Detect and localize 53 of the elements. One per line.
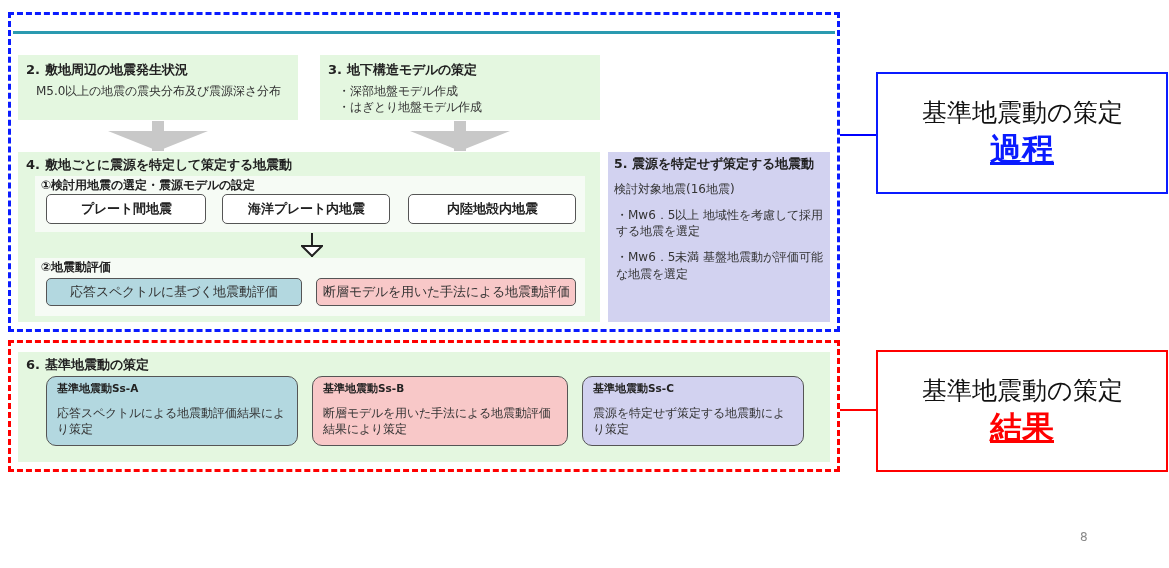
section-panel [18,152,600,322]
result-box [582,376,804,446]
body-text: M5.0以上の地震の震央分布及び震源深さ分布 [35,82,283,99]
sub-panel [35,176,585,232]
body-text: ・Mw6．5未満 基盤地震動が評価可能な地震を選定 [615,249,824,282]
section-heading: 基準地震動Ss-B [323,381,406,396]
body-text: 検討対象地震(16地震) [614,180,736,198]
category-box [408,194,576,224]
connector-line [839,409,877,411]
callout-box [876,72,1168,194]
section-heading: 4. 敷地ごとに震源を特定して策定する地震動 [26,156,293,174]
callout-text: 基準地震動の策定 [921,374,1123,407]
dashed-region [8,12,840,332]
dashed-region [8,340,840,472]
sub-panel [35,258,585,316]
page-number: 8 [1080,530,1088,544]
arrow [301,232,323,258]
section-panel [320,55,600,120]
result-box [312,376,568,446]
section-panel [18,55,298,120]
section-heading: ②地震動評価 [41,259,113,276]
body-text: 断層モデルを用いた手法による地震動評価結果により策定 [323,405,552,438]
result-box [46,376,298,446]
section-heading: 5. 震源を特定せず策定する地震動 [614,156,815,173]
callout-keyword: 過程 [990,129,1054,170]
body-text: 断層モデルを用いた手法による地震動評価 [322,283,570,301]
body-text: 内陸地殻内地震 [446,200,538,218]
method-box [316,278,576,306]
category-box [46,194,206,224]
section-heading: 基準地震動Ss-C [593,381,675,396]
connector-line [839,134,877,136]
body-text: 震源を特定せず策定する地震動により策定 [593,405,786,438]
chevron-arrow [108,121,208,151]
section-heading: ①検討用地震の選定・震源モデルの設定 [41,177,257,194]
body-text: ・深部地盤モデル作成 [337,82,459,99]
section-heading: 2. 敷地周辺の地震発生状況 [26,61,189,79]
section-heading: 6. 基準地震動の策定 [26,356,150,374]
section-panel [608,152,830,322]
body-text: ・はぎとり地盤モデル作成 [337,98,483,115]
chevron-arrow [410,121,510,151]
callout-box [876,350,1168,472]
section-panel [18,352,830,462]
section-heading: 基準地震動Ss-A [57,381,140,396]
body-text: 海洋プレート内地震 [247,200,365,218]
section-heading: 3. 地下構造モデルの策定 [328,61,478,79]
method-box [46,278,302,306]
body-text: プレート間地震 [80,200,172,218]
body-text: ・Mw6．5以上 地域性を考慮して採用する地震を選定 [615,207,824,240]
callout-keyword: 結果 [990,407,1054,448]
body-text: 応答スペクトルに基づく地震動評価 [70,283,278,301]
category-box [222,194,390,224]
callout-text: 基準地震動の策定 [921,96,1123,129]
body-text: 応答スペクトルによる地震動評価結果により策定 [57,405,286,438]
